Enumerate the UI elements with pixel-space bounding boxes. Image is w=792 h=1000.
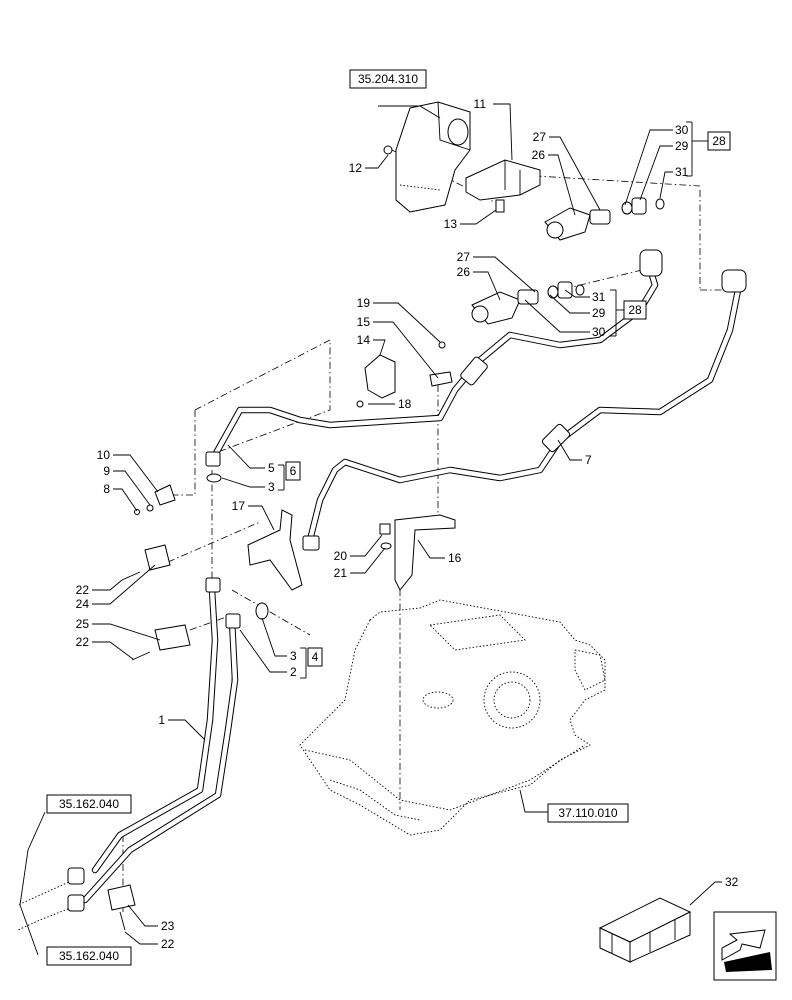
callout-32: 32 [725,875,739,889]
reference-label: 35.162.040 [59,949,119,963]
svg-text:28: 28 [628,303,642,317]
callout-25: 25 [76,617,90,631]
callout-26: 26 [532,148,546,162]
callout-18: 18 [398,397,412,411]
callout-7: 7 [585,453,592,467]
reference-box-35-162-040-top[interactable]: 35.162.040 [46,794,132,814]
callout-12: 12 [349,161,363,175]
callout-17: 17 [232,499,246,513]
callout-31: 31 [675,165,689,179]
reference-label: 35.162.040 [59,797,119,811]
quick-coupler-upper [544,197,665,241]
callout-26: 26 [457,265,471,279]
callout-10: 10 [97,448,111,462]
callout-22: 22 [76,583,90,597]
callout-11: 11 [474,97,487,111]
reference-box-35-162-040-bottom[interactable]: 35.162.040 [46,946,132,966]
callout-19: 19 [357,296,371,310]
svg-text:6: 6 [290,464,297,478]
reference-label: 35.204.310 [358,72,418,86]
callout-23: 23 [161,919,175,933]
coupler-bracket [465,159,541,213]
callout-box-6: 6 [285,461,301,481]
reference-label: 37.110.010 [558,806,617,820]
callout-3: 3 [268,480,275,494]
callout-27: 27 [457,250,471,264]
callout-box-28-lower: 28 [623,300,647,320]
callout-box-28-upper: 28 [707,131,731,151]
callout-24: 24 [76,597,90,611]
callout-29: 29 [592,306,606,320]
pipe-fittings [67,249,747,912]
reference-box-35-204-310[interactable]: 35.204.310 [349,69,427,89]
mounting-plate [383,101,471,213]
callout-21: 21 [334,566,348,580]
callout-1: 1 [158,713,165,727]
callout-27: 27 [533,130,547,144]
callout-13: 13 [444,217,458,231]
callout-29: 29 [675,139,689,153]
leader-lines [19,103,722,956]
callout-numbers: 11 12 13 27 26 30 29 31 27 26 31 29 30 1… [76,97,739,951]
callout-22: 22 [76,635,90,649]
navigation-arrow-icon [713,911,777,981]
callout-8: 8 [103,482,110,496]
transmission-housing [299,599,606,836]
reference-box-37-110-010[interactable]: 37.110.010 [547,803,629,823]
callout-5: 5 [268,461,275,475]
svg-text:4: 4 [312,650,319,664]
kit-crate-icon [598,897,692,963]
callout-30: 30 [675,123,689,137]
callout-31: 31 [592,290,606,304]
callout-9: 9 [103,464,110,478]
callout-20: 20 [334,549,348,563]
clips-and-brackets [107,341,456,931]
callout-15: 15 [357,315,371,329]
svg-text:28: 28 [712,134,726,148]
quick-coupler-lower [471,281,585,325]
callout-2: 2 [290,665,297,679]
callout-14: 14 [357,333,371,347]
callout-22: 22 [161,937,175,951]
callout-box-4: 4 [307,647,323,667]
callout-30: 30 [592,325,606,339]
callout-16: 16 [448,551,462,565]
callout-3: 3 [290,649,297,663]
